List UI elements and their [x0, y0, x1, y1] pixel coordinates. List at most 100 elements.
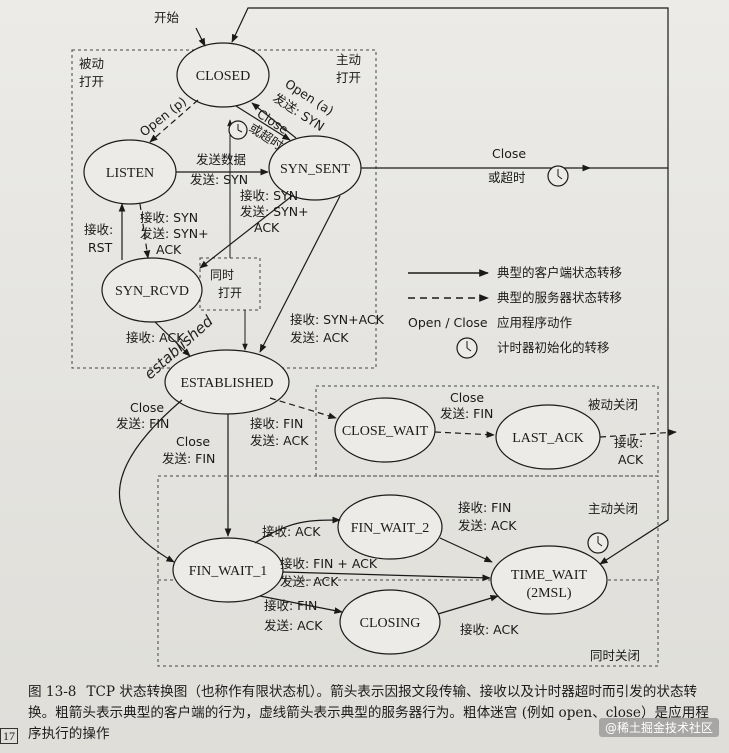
label-or-timeout-right: 或超时	[488, 170, 526, 185]
arrow-last-ack-closed	[599, 429, 677, 438]
label-send-ack: 发送: ACK	[290, 330, 349, 345]
label-est-send-fin2: 发送: FIN	[162, 451, 215, 466]
label-fw1-recv-fin: 接收: FIN	[264, 598, 317, 613]
legend-app-action-text: 应用程序动作	[497, 315, 573, 330]
label-time-wait-sub: (2MSL)	[526, 586, 571, 601]
label-open-p: Open (p)	[137, 94, 190, 140]
legend-timer-text: 计时器初始化的转移	[497, 340, 610, 355]
region-active-open-1: 主动	[336, 52, 361, 67]
label-recv-rst: 接收:	[84, 222, 113, 237]
label-est-close2: Close	[176, 434, 210, 449]
label-close-right: Close	[492, 146, 526, 161]
label-syn-sent: SYN_SENT	[280, 162, 350, 177]
region-passive-open-2: 打开	[79, 74, 104, 89]
label-recv-syn-left: 接收: SYN	[140, 210, 198, 225]
arrow-established-close-wait	[269, 397, 337, 420]
state-fin-wait-2	[337, 494, 443, 560]
label-syn-rcvd: SYN_RCVD	[115, 284, 189, 299]
label-recv-syn-ack: 接收: SYN+ACK	[290, 312, 385, 327]
label-send-syn-ack: 发送: SYN+	[240, 204, 309, 219]
arrow-fw2-time-wait	[439, 537, 493, 563]
arrow-closed-listen	[149, 99, 199, 143]
arrow-close-wait-last-ack	[434, 431, 495, 438]
state-syn-rcvd	[101, 257, 203, 323]
arrow-syn-rcvd-established	[154, 321, 191, 357]
arrow-fw1-fw2	[254, 516, 341, 544]
label-recv-syn: 接收: SYN	[240, 188, 298, 203]
label-listen: LISTEN	[106, 166, 154, 181]
label-closing-recv-ack: 接收: ACK	[460, 622, 519, 637]
arrow-closing-time-wait	[437, 594, 499, 615]
label-send-data: 发送数据	[196, 152, 246, 167]
label-la-recv: 接收:	[614, 435, 643, 450]
label-closing: CLOSING	[360, 616, 421, 631]
state-fin-wait-1	[172, 537, 284, 603]
region-sim-open-2: 打开	[218, 286, 242, 300]
label-cw-send-fin: 发送: FIN	[440, 406, 493, 421]
arrow-closed-syn-sent	[235, 105, 291, 141]
arrow-time-wait-line	[599, 168, 669, 565]
timer-clock-icon	[547, 165, 569, 187]
label-la-ack: ACK	[618, 452, 644, 467]
label-fw2-send-ack: 发送: ACK	[458, 518, 517, 533]
arrow-syn-sent-closed	[251, 102, 297, 139]
label-close-wait: CLOSE_WAIT	[342, 424, 429, 439]
label-fin-wait-2: FIN_WAIT_2	[351, 521, 430, 536]
state-time-wait	[490, 545, 608, 615]
label-ack-left: ACK	[156, 242, 182, 257]
active-close-box	[157, 475, 659, 667]
label-closed: CLOSED	[196, 69, 250, 84]
label-fw1-recv-fin-ack: 接收: FIN + ACK	[280, 556, 378, 571]
label-recv-ack: 接收: ACK	[126, 330, 185, 345]
arrow-syn-sent-established	[259, 195, 341, 353]
legend-solid-text: 典型的客户端状态转移	[497, 265, 622, 280]
label-fin-wait-1: FIN_WAIT_1	[189, 564, 268, 579]
caption-text: TCP 状态转换图（也称作有限状态机）。箭头表示因报文段传输、接收以及计时器超时…	[28, 684, 709, 742]
page-number: 17	[0, 728, 18, 744]
region-active-open-2: 打开	[336, 70, 361, 85]
arrow-fw1-closing	[259, 595, 343, 614]
label-last-ack: LAST_ACK	[512, 431, 584, 446]
timer-clock-icon	[228, 120, 248, 140]
legend-open-close-key: Open / Close	[408, 315, 488, 330]
label-est-send-ack: 发送: ACK	[250, 433, 309, 448]
label-est-send-fin: 发送: FIN	[116, 416, 169, 431]
label-time-wait: TIME_WAIT	[511, 568, 588, 583]
label-established: ESTABLISHED	[181, 376, 274, 391]
region-simultaneous-close: 同时关闭	[590, 648, 640, 663]
label-est-close: Close	[130, 400, 164, 415]
timer-clock-icon	[456, 337, 478, 359]
arrow-listen-syn-rcvd	[139, 203, 151, 259]
label-rst: RST	[88, 240, 113, 255]
arrow-fw1-time-wait	[282, 571, 491, 582]
label-cw-close: Close	[450, 390, 484, 405]
label-fw1-recv-ack: 接收: ACK	[262, 524, 321, 539]
label-fw2-recv-fin: 接收: FIN	[458, 500, 511, 515]
region-active-close: 主动关闭	[588, 501, 638, 516]
label-est-recv-fin: 接收: FIN	[250, 416, 303, 431]
watermark: @稀土掘金技术社区	[598, 718, 719, 737]
start-arrow	[195, 27, 206, 47]
state-close-wait	[334, 397, 436, 463]
arrow-syn-sent-syn-rcvd	[199, 195, 293, 269]
legend-dashed-text: 典型的服务器状态转移	[497, 290, 622, 305]
timer-clock-icon	[587, 532, 609, 554]
label-send-syn-ack-left: 发送: SYN+	[140, 226, 209, 241]
region-sim-open-1: 同时	[210, 268, 234, 282]
region-passive-open-1: 被动	[79, 56, 104, 71]
state-closing	[339, 589, 441, 655]
simultaneous-open-box	[199, 257, 261, 311]
figure-number: 图 13-8	[28, 684, 77, 700]
label-fw1-send-ack2: 发送: ACK	[264, 618, 323, 633]
arrow-time-wait-closed	[231, 7, 669, 169]
label-ack: ACK	[254, 220, 280, 235]
region-passive-close: 被动关闭	[588, 397, 638, 412]
state-established	[164, 349, 290, 415]
passive-close-box	[315, 385, 659, 477]
state-closed	[176, 42, 270, 108]
arrow-established-fin-wait-1-close	[118, 399, 183, 563]
label-fw1-send-ack: 发送: ACK	[280, 574, 339, 589]
